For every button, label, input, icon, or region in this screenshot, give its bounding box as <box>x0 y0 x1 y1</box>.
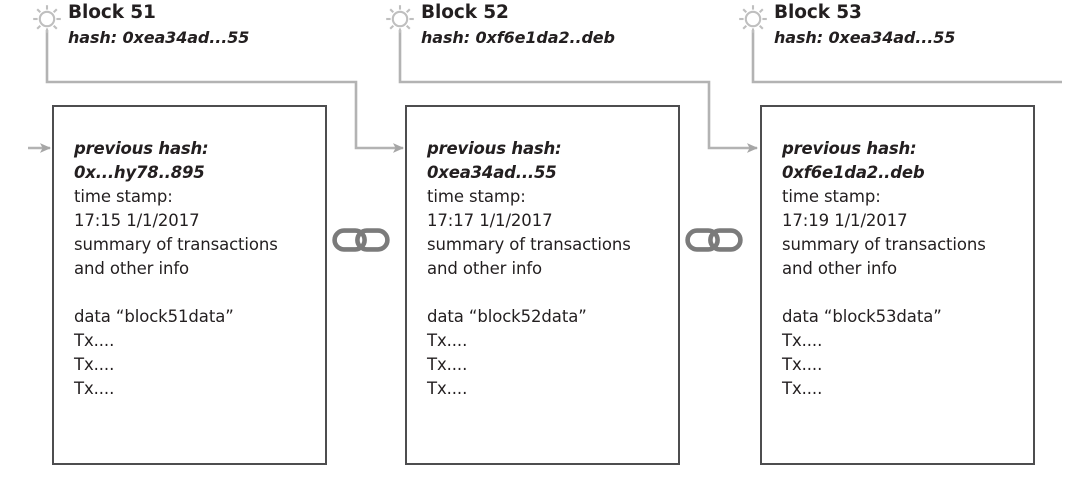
previous-hash-label: previous hash: <box>427 139 562 158</box>
block-title: Block 51 <box>68 2 156 23</box>
summary-line-2: and other info <box>427 259 543 278</box>
previous-hash-label: previous hash: <box>782 139 917 158</box>
block-box-51: previous hash: 0x...hy78..895 time stamp… <box>52 105 327 465</box>
block-hash: hash: 0xea34ad...55 <box>774 28 956 47</box>
time-stamp-value: 17:15 1/1/2017 <box>74 211 200 230</box>
transaction-line: Tx.... <box>74 355 115 374</box>
transaction-line: Tx.... <box>74 379 115 398</box>
data-label: data “block53data” <box>782 307 942 326</box>
time-stamp-label: time stamp: <box>782 187 881 206</box>
summary-line-1: summary of transactions <box>74 235 278 254</box>
sun-icon <box>386 5 414 33</box>
transaction-line: Tx.... <box>427 331 468 350</box>
previous-hash-value: 0xf6e1da2..deb <box>782 163 925 182</box>
summary-line-2: and other info <box>74 259 190 278</box>
previous-hash-value: 0x...hy78..895 <box>74 163 205 182</box>
data-label: data “block51data” <box>74 307 234 326</box>
time-stamp-value: 17:19 1/1/2017 <box>782 211 908 230</box>
spacer <box>74 281 319 305</box>
summary-line-2: and other info <box>782 259 898 278</box>
block-hash: hash: 0xea34ad...55 <box>68 28 250 47</box>
spacer <box>427 281 672 305</box>
block-title: Block 53 <box>774 2 862 23</box>
spacer <box>782 281 1027 305</box>
previous-hash-label: previous hash: <box>74 139 209 158</box>
sun-icon <box>739 5 767 33</box>
block-hash: hash: 0xf6e1da2..deb <box>421 28 615 47</box>
transaction-line: Tx.... <box>782 379 823 398</box>
transaction-line: Tx.... <box>427 379 468 398</box>
data-label: data “block52data” <box>427 307 587 326</box>
time-stamp-value: 17:17 1/1/2017 <box>427 211 553 230</box>
chain-link-icon <box>332 228 390 252</box>
block-box-53: previous hash: 0xf6e1da2..deb time stamp… <box>760 105 1035 465</box>
time-stamp-label: time stamp: <box>427 187 526 206</box>
transaction-line: Tx.... <box>782 355 823 374</box>
block-title: Block 52 <box>421 2 509 23</box>
summary-line-1: summary of transactions <box>427 235 631 254</box>
sun-icon <box>33 5 61 33</box>
transaction-line: Tx.... <box>782 331 823 350</box>
time-stamp-label: time stamp: <box>74 187 173 206</box>
previous-hash-value: 0xea34ad...55 <box>427 163 557 182</box>
transaction-line: Tx.... <box>427 355 468 374</box>
block-box-52: previous hash: 0xea34ad...55 time stamp:… <box>405 105 680 465</box>
summary-line-1: summary of transactions <box>782 235 986 254</box>
transaction-line: Tx.... <box>74 331 115 350</box>
chain-link-icon <box>685 228 743 252</box>
